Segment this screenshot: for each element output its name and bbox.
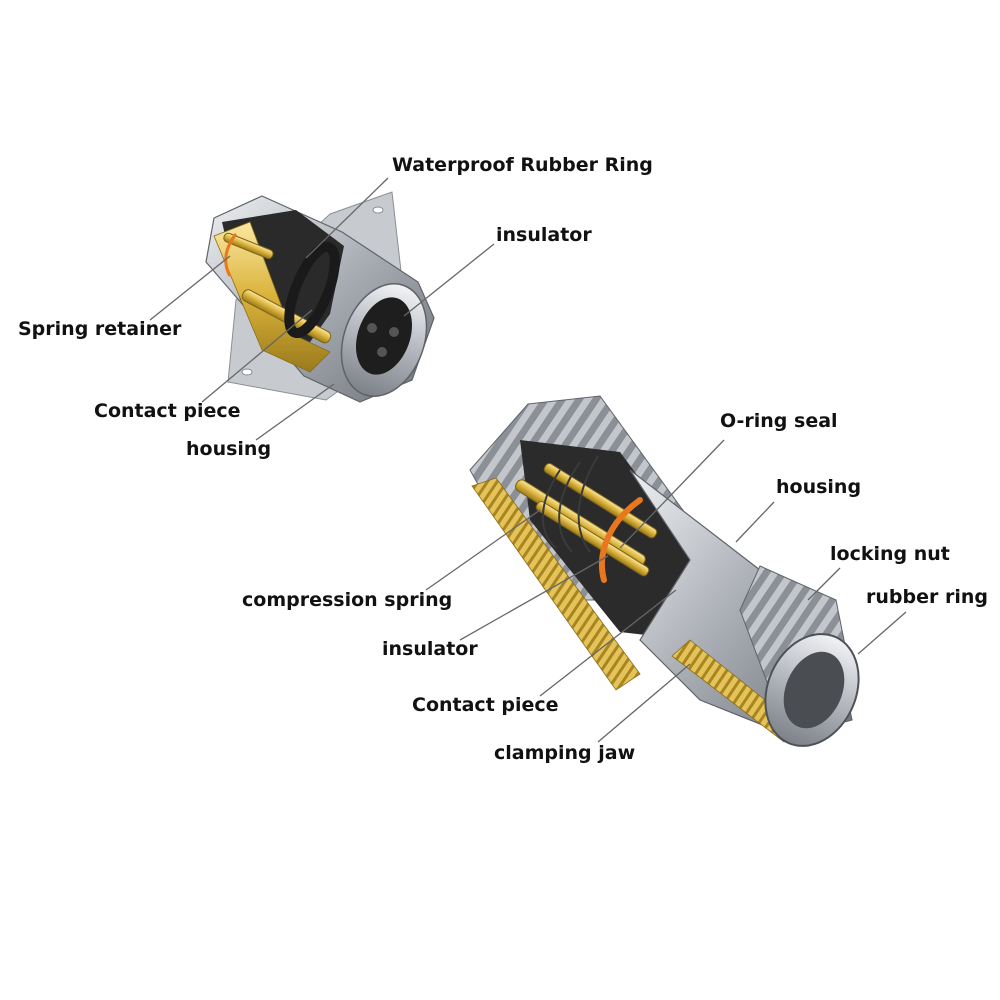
label-o-ring-seal: O-ring seal (720, 410, 838, 432)
leader-line-plug-housing (735, 501, 775, 543)
socket-contact-hole (389, 327, 399, 337)
cable-plug (469, 395, 860, 747)
socket-rubber-ring (284, 241, 340, 339)
leader-line-compression-spring (425, 509, 541, 591)
leader-lines (149, 177, 907, 743)
label-socket-contact-piece: Contact piece (94, 400, 241, 422)
label-plug-insulator: insulator (382, 638, 478, 660)
plug-clamping-jaw (471, 477, 641, 691)
plug-o-ring-seal (598, 497, 643, 583)
socket-brass-section (213, 221, 331, 373)
leader-line-plug-contact (539, 589, 677, 697)
leader-line-clamping-jaw (597, 663, 691, 743)
leader-line-o-ring (619, 439, 725, 549)
plug-compression-spring (542, 455, 599, 553)
socket-insulator-face (355, 297, 413, 375)
socket-contact-hole (367, 323, 377, 333)
label-socket-housing: housing (186, 438, 272, 460)
plug-front-opening (783, 651, 845, 729)
leader-line-socket-contact (201, 309, 313, 403)
socket-contact-pin (223, 232, 274, 260)
plug-contact-pin (543, 463, 658, 539)
label-compression-spring: compression spring (242, 589, 453, 611)
flange-hole (241, 368, 253, 376)
leader-line-locking-nut (807, 567, 841, 601)
label-plug-housing: housing (776, 476, 862, 498)
leader-line-socket-housing (255, 383, 335, 441)
panel-socket (205, 191, 435, 403)
label-plug-contact-piece: Contact piece (412, 694, 559, 716)
leader-line-plug-insulator (459, 555, 609, 641)
leader-line-rubber-ring (857, 611, 907, 655)
label-waterproof-rubber-ring: Waterproof Rubber Ring (392, 154, 653, 176)
label-rubber-ring: rubber ring (866, 586, 988, 608)
label-socket-insulator: insulator (496, 224, 592, 246)
label-locking-nut: locking nut (830, 543, 950, 565)
socket-spring-retainer (224, 233, 238, 277)
plug-contact-pin (535, 501, 650, 577)
leader-line-socket-insulator (403, 243, 495, 317)
leader-line-waterproof-ring (305, 177, 389, 259)
label-spring-retainer: Spring retainer (18, 318, 182, 340)
label-clamping-jaw: clamping jaw (494, 742, 636, 764)
leader-line-spring-retainer (149, 255, 231, 321)
flange-hole (372, 206, 384, 214)
socket-contact-hole (377, 347, 387, 357)
